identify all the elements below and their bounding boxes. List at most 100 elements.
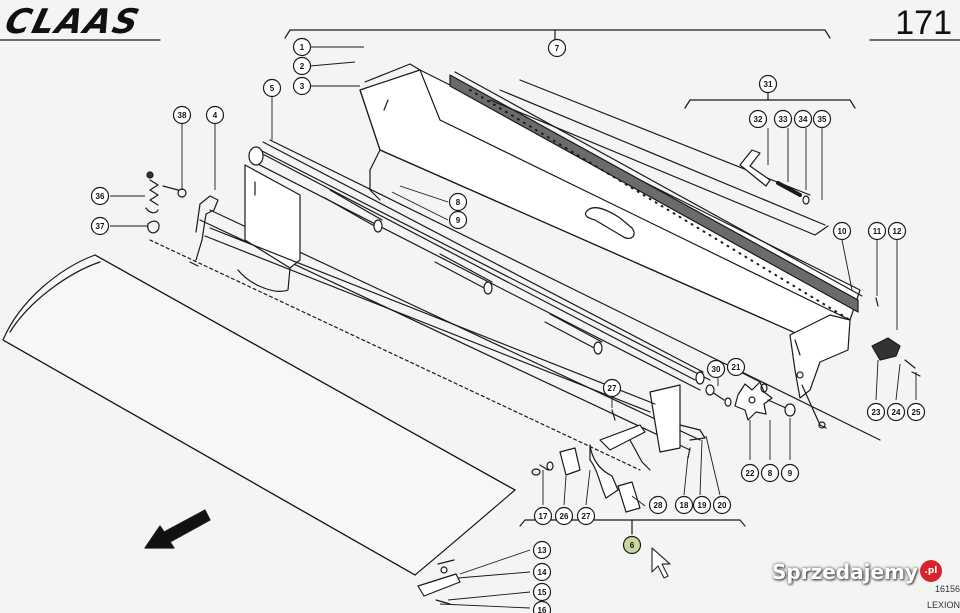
callout-number: 5 <box>270 84 275 93</box>
callout-c27b: 27 <box>576 506 596 526</box>
callout-circle <box>622 535 642 555</box>
page-number: 171 <box>895 4 952 42</box>
callout-number: 9 <box>788 469 793 478</box>
callout-circle <box>760 463 780 483</box>
callout-c21: 21 <box>726 357 746 377</box>
callout-c38: 38 <box>172 105 192 125</box>
callout-number: 3 <box>300 82 305 91</box>
callout-number: 11 <box>873 227 882 236</box>
callout-c13: 13 <box>532 540 552 560</box>
callout-c2: 2 <box>292 56 312 76</box>
callout-c26: 26 <box>554 506 574 526</box>
callout-circle <box>866 402 886 422</box>
callout-number: 17 <box>539 512 548 521</box>
callout-circle <box>262 78 282 98</box>
callout-c23: 23 <box>866 402 886 422</box>
spring-36 <box>145 171 187 214</box>
callout-number: 31 <box>764 80 773 89</box>
callout-number: 10 <box>838 227 847 236</box>
callout-circle <box>602 378 622 398</box>
callout-number: 33 <box>779 115 788 124</box>
callout-number: 26 <box>560 512 569 521</box>
callout-c3: 3 <box>292 76 312 96</box>
callout-c30: 30 <box>706 359 726 379</box>
callout-c24: 24 <box>886 402 906 422</box>
shaft-5 <box>248 141 705 385</box>
callout-number: 7 <box>555 44 560 53</box>
callout-c11: 11 <box>867 221 887 241</box>
model-label: LEXION <box>926 600 960 610</box>
callout-circle <box>748 109 768 129</box>
callout-circle <box>780 463 800 483</box>
callout-circle <box>712 495 732 515</box>
callout-circle <box>292 56 312 76</box>
callout-number: 25 <box>912 408 921 417</box>
callout-c7: 7 <box>547 38 567 58</box>
callout-circle <box>292 37 312 57</box>
callout-circle <box>906 402 926 422</box>
callout-number: 37 <box>96 222 105 231</box>
callout-circle <box>448 210 468 230</box>
callout-circle <box>172 105 192 125</box>
callout-c12: 12 <box>887 221 907 241</box>
callout-circle <box>576 506 596 526</box>
callout-circle <box>887 221 907 241</box>
callout-c15: 15 <box>532 582 552 602</box>
callout-c14: 14 <box>532 562 552 582</box>
callout-number: 18 <box>680 501 689 510</box>
callout-c28: 28 <box>648 495 668 515</box>
callout-c9b: 9 <box>780 463 800 483</box>
clip-37 <box>147 220 160 234</box>
callout-number: 38 <box>178 111 187 120</box>
callout-circle <box>532 562 552 582</box>
callout-circle <box>740 463 760 483</box>
callout-c19: 19 <box>692 495 712 515</box>
leader-lines <box>110 46 917 609</box>
callout-number: 16 <box>538 606 547 613</box>
watermark-text: Sprzedajemy <box>772 560 918 584</box>
callout-number: 12 <box>893 227 902 236</box>
callout-circle <box>758 74 778 94</box>
callout-c35: 35 <box>812 109 832 129</box>
callout-circle <box>832 221 852 241</box>
callout-circle <box>90 186 110 206</box>
callout-number: 4 <box>213 111 218 120</box>
callout-number: 9 <box>456 216 461 225</box>
hinge-assembly-6 <box>531 384 706 513</box>
callout-circle <box>648 495 668 515</box>
callout-circle <box>448 192 468 212</box>
callout-c8b: 8 <box>760 463 780 483</box>
callout-number: 14 <box>538 568 547 577</box>
callout-number: 36 <box>96 192 105 201</box>
callout-circle <box>812 109 832 129</box>
callout-number: 21 <box>732 363 741 372</box>
latch-23 <box>871 297 921 377</box>
callout-number: 30 <box>712 365 721 374</box>
callout-c34: 34 <box>793 109 813 129</box>
callout-c10: 10 <box>832 221 852 241</box>
callout-circle <box>692 495 712 515</box>
callout-circle <box>532 540 552 560</box>
callout-c20: 20 <box>712 495 732 515</box>
end-bracket-right <box>789 314 851 429</box>
callout-c5: 5 <box>262 78 282 98</box>
callout-number: 28 <box>654 501 663 510</box>
lower-hinge-14 <box>417 559 461 605</box>
crank-handle-32 <box>739 149 810 205</box>
callout-number: 15 <box>538 588 547 597</box>
callout-c31: 31 <box>758 74 778 94</box>
callout-c37: 37 <box>90 216 110 236</box>
callout-circle <box>867 221 887 241</box>
callout-number: 19 <box>698 501 707 510</box>
callout-circle <box>547 38 567 58</box>
callout-number: 22 <box>746 469 755 478</box>
callout-number: 27 <box>582 512 591 521</box>
watermark-badge: .pl <box>919 560 942 582</box>
callout-number: 1 <box>300 43 305 52</box>
callout-circle <box>886 402 906 422</box>
callout-circle <box>532 600 552 613</box>
reference-code: 16156 <box>934 584 960 594</box>
callout-circle <box>773 109 793 129</box>
